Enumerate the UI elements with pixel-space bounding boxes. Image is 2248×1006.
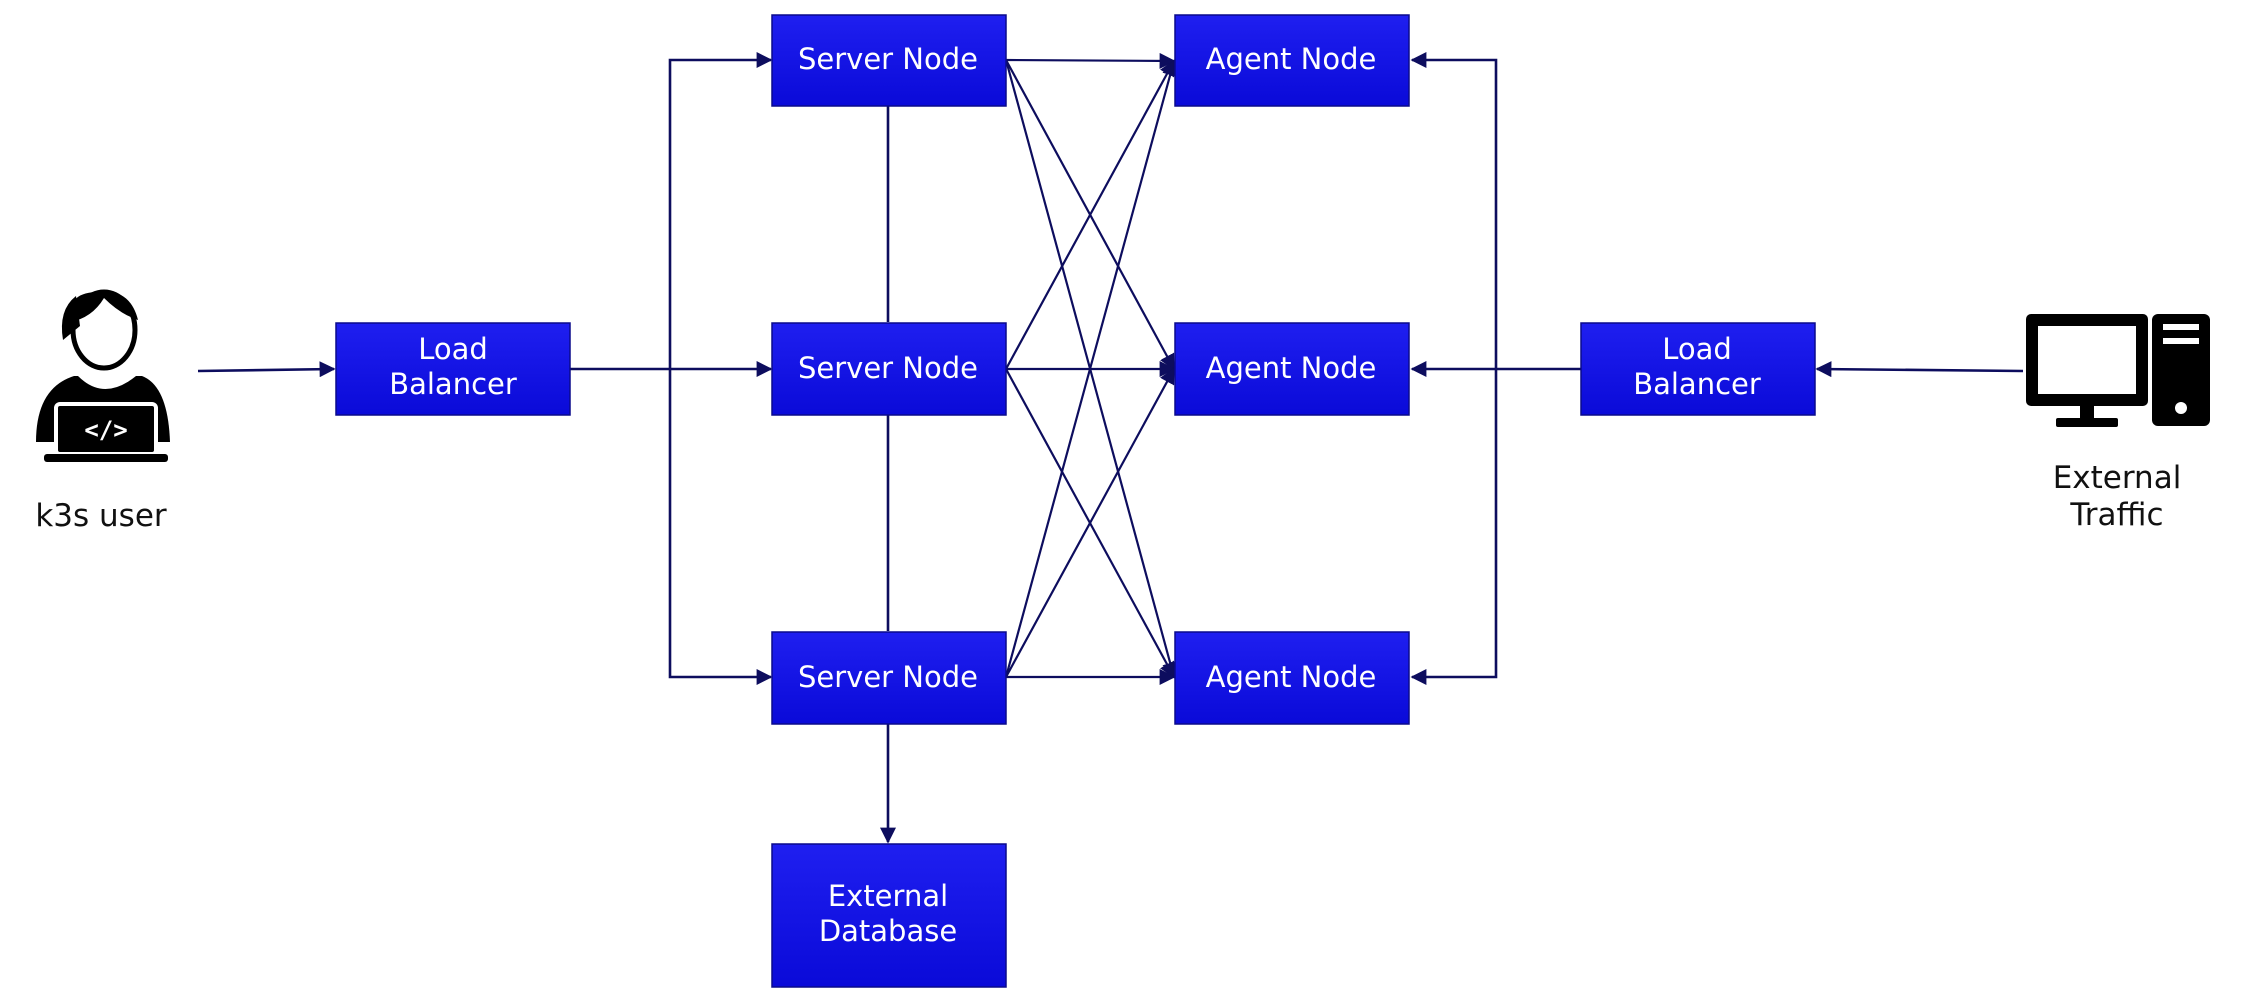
external-traffic-line1: External [2053,460,2182,496]
server-node-3-label: Server Node [798,660,978,694]
external-database-line2: Database [819,914,957,948]
external-database: External Database [771,843,1007,988]
external-database-line1: External [828,879,948,913]
load-balancer-left: Load Balancer [335,322,571,416]
agent-node-3: Agent Node [1174,631,1410,725]
k3s-user-label: k3s user [35,498,167,534]
edge-user-to-load-balancer [197,361,336,378]
load-balancer-left-line1: Load [418,332,488,366]
edge-traffic-to-load-balancer [1815,361,2024,378]
desktop-computer-icon [2026,314,2210,427]
agent-node-2-label: Agent Node [1206,351,1377,385]
agent-node-1-label: Agent Node [1206,42,1377,76]
load-balancer-right-line1: Load [1662,332,1732,366]
server-node-3: Server Node [771,631,1007,725]
external-traffic-line2: Traffic [2069,497,2163,533]
agent-node-3-label: Agent Node [1206,660,1377,694]
load-balancer-right: Load Balancer [1580,322,1816,416]
server-node-2-label: Server Node [798,351,978,385]
server-agent-mesh [1004,52,1178,685]
edge-server-3-agent-2 [1005,367,1175,678]
edge-load-balancer-to-server-1 [668,52,773,369]
edge-server-2-agent-1 [1005,59,1175,370]
svg-text:</>: </> [84,416,127,444]
agent-node-2: Agent Node [1174,322,1410,416]
load-balancer-right-line2: Balancer [1633,367,1761,401]
edge-server-3-agent-1 [1004,59,1178,678]
load-balancer-left-line2: Balancer [389,367,517,401]
edge-server-1-agent-1 [1005,52,1176,69]
edge-load-balancer-right-to-agent-3 [1410,369,1498,685]
agent-node-1: Agent Node [1174,14,1410,107]
server-node-1: Server Node [771,14,1007,107]
edge-load-balancer-to-server-3 [668,369,773,685]
edge-load-balancer-right-to-agent-1 [1410,52,1498,369]
server-node-1-label: Server Node [798,42,978,76]
server-node-2: Server Node [771,322,1007,416]
connectors [197,52,2024,844]
developer-at-laptop-icon: </> [36,289,170,462]
